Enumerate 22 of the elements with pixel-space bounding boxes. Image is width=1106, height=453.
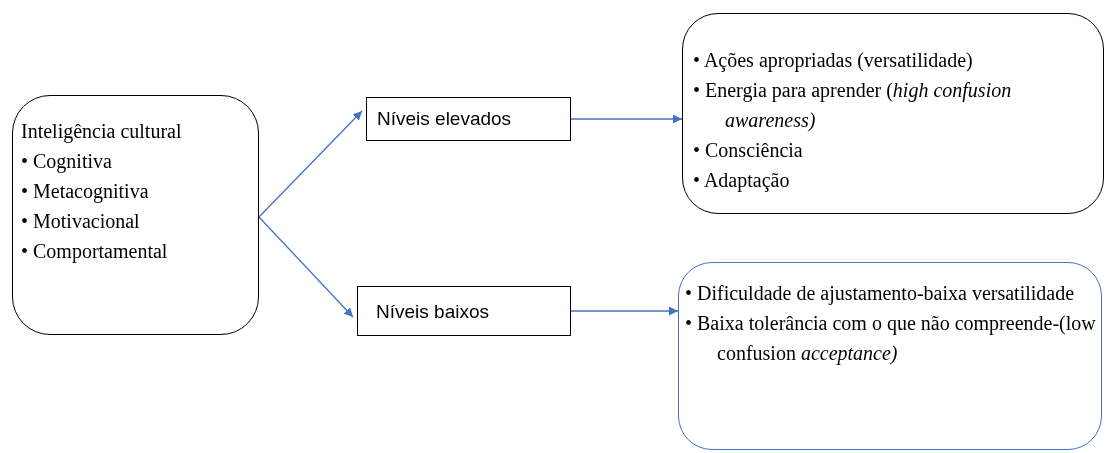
bullet-item: • Energia para aprender (high confusion awareness) xyxy=(693,78,1013,133)
box-heading: Inteligência cultural xyxy=(21,119,183,145)
bullet-item: • Motivacional xyxy=(21,209,141,234)
process-box xyxy=(366,97,571,141)
bullet-item: • Cognitiva xyxy=(21,149,113,175)
box-label: Níveis elevados xyxy=(377,107,513,131)
rounded-box xyxy=(678,262,1102,450)
arrow xyxy=(570,306,679,316)
rounded-box xyxy=(682,13,1104,214)
bullet-item: • Ações apropriadas (versatilidade) xyxy=(693,48,974,74)
bullet-item: • Adaptação xyxy=(693,168,791,194)
box-label: Níveis baixos xyxy=(376,300,490,324)
rounded-box xyxy=(12,95,259,335)
bullet-item: • Metacognitiva xyxy=(21,179,150,205)
bullet-item: • Comportamental xyxy=(21,239,169,265)
bullet-item: • Consciência xyxy=(693,138,804,163)
process-box xyxy=(357,286,571,336)
arrow xyxy=(570,114,683,124)
arrow xyxy=(258,110,363,218)
arrow xyxy=(258,216,354,318)
bullet-item: • Dificuldade de ajustamento-baixa versatilidade xyxy=(685,281,1076,307)
bullet-item: • Baixa tolerância com o que não compreende-(low confusion acceptance) xyxy=(685,311,1097,367)
